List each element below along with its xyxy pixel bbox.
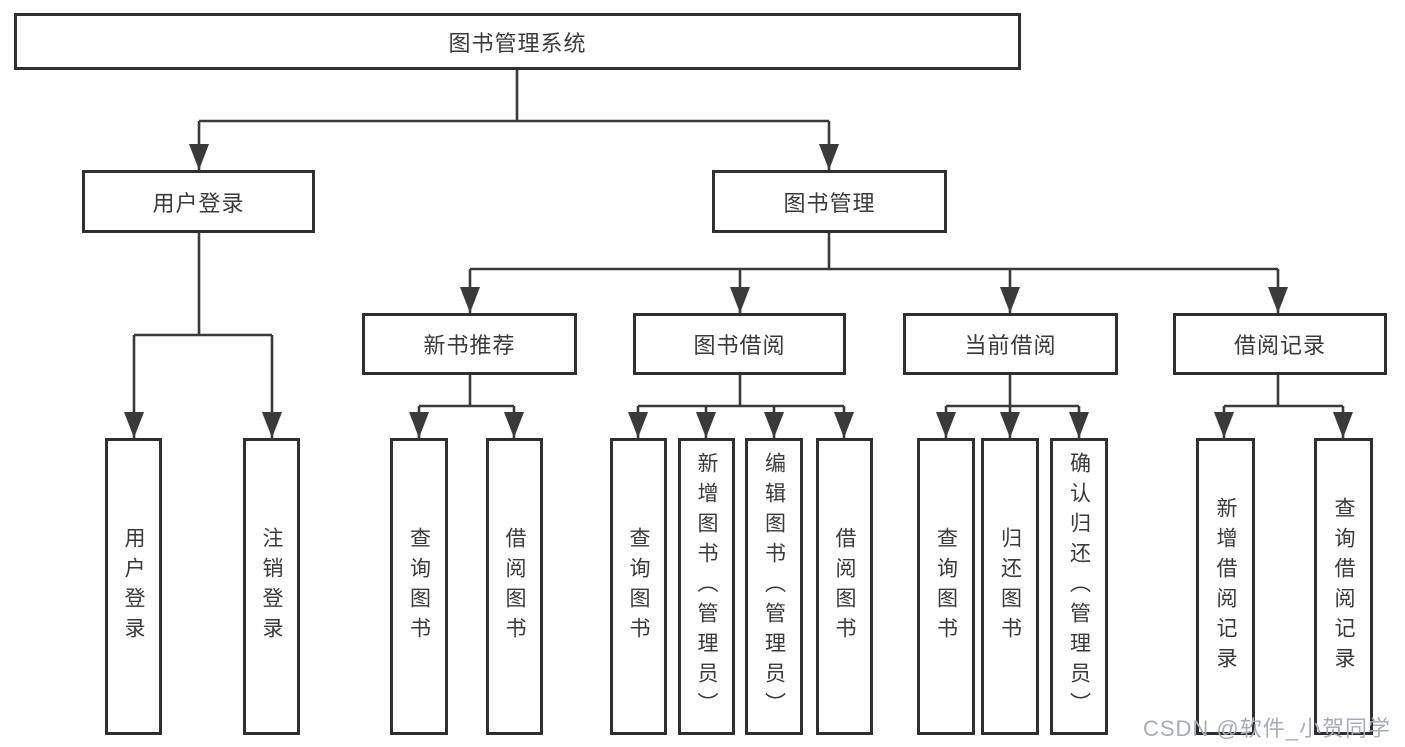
connector-records-to-leaves: [1222, 375, 1345, 438]
arrowhead: [262, 412, 282, 438]
csdn-watermark: CSDN @软件_小贺同学: [1142, 716, 1391, 741]
arrowhead: [1000, 412, 1020, 438]
connector-root-to-level2: [197, 70, 831, 170]
connector-userlogin-to-leaves: [132, 233, 274, 438]
leaf-borrow-add-admin: 新增图书（管理员）: [678, 438, 735, 735]
leaf-logout: 注销登录: [243, 438, 300, 735]
arrowhead: [189, 144, 209, 170]
leaf-records-query: 查询借阅记录: [1314, 438, 1373, 735]
arrowhead: [764, 412, 784, 438]
arrowhead: [936, 412, 956, 438]
leaf-borrow-query: 查询图书: [610, 438, 667, 735]
node-new-book-recommend: 新书推荐: [362, 313, 577, 375]
leaf-newbooks-query: 查询图书: [390, 438, 448, 735]
arrowhead: [504, 412, 524, 438]
leaf-current-query: 查询图书: [917, 438, 975, 735]
arrowhead: [1214, 412, 1234, 438]
arrowhead: [819, 144, 839, 170]
leaf-borrow-borrow: 借阅图书: [816, 438, 873, 735]
arrowhead: [1268, 287, 1288, 313]
node-current-borrow: 当前借阅: [903, 313, 1118, 375]
node-book-management: 图书管理: [712, 170, 947, 233]
connector-bookmgmt-to-level3: [468, 233, 1280, 313]
connector-newbooks-to-leaves: [417, 375, 516, 438]
leaf-borrow-edit-admin: 编辑图书（管理员）: [745, 438, 803, 735]
leaf-current-return: 归还图书: [981, 438, 1039, 735]
arrowhead: [1000, 287, 1020, 313]
leaf-current-confirm-admin: 确认归还（管理员）: [1050, 438, 1108, 735]
arrowhead: [696, 412, 716, 438]
arrowhead: [730, 287, 750, 313]
arrowhead: [124, 412, 144, 438]
arrowhead: [1069, 412, 1089, 438]
arrowhead: [628, 412, 648, 438]
node-borrow-records: 借阅记录: [1173, 313, 1387, 375]
arrowhead: [409, 412, 429, 438]
leaf-user-login: 用户登录: [105, 438, 162, 735]
connector-bookborrow-to-leaves: [636, 375, 846, 438]
arrowhead: [460, 287, 480, 313]
leaf-records-add: 新增借阅记录: [1196, 438, 1255, 735]
node-book-borrow: 图书借阅: [633, 313, 846, 375]
node-root: 图书管理系统: [14, 13, 1021, 70]
arrowhead: [1333, 412, 1353, 438]
node-user-login: 用户登录: [82, 170, 315, 233]
leaf-newbooks-borrow: 借阅图书: [486, 438, 543, 735]
arrowhead: [834, 412, 854, 438]
